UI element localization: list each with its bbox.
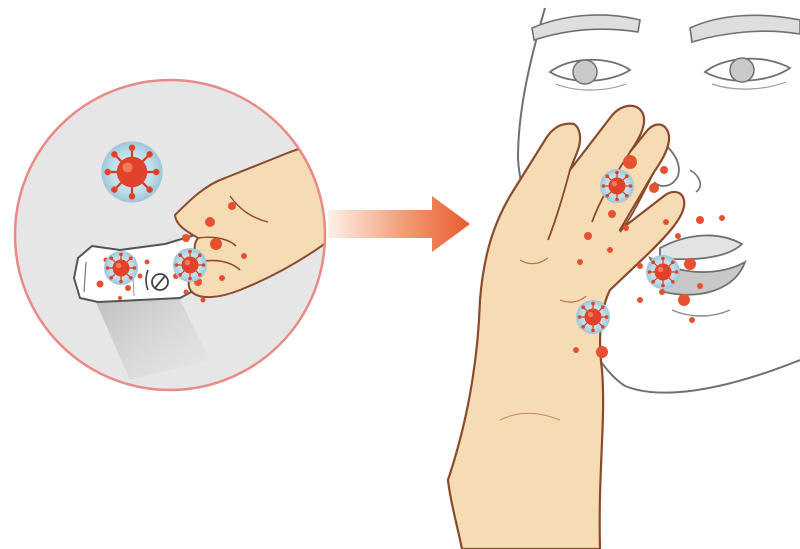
- mouth: [660, 235, 742, 259]
- face-with-hand: [448, 8, 800, 549]
- arrow-right-icon: [328, 196, 470, 252]
- virus-icon: [104, 251, 138, 285]
- virus-icon: [576, 300, 610, 334]
- hand-touching-face: [448, 106, 684, 549]
- right-eye: [705, 58, 790, 89]
- virus-icon: [646, 255, 680, 289]
- left-eye: [550, 60, 630, 90]
- virus-icon: [600, 169, 634, 203]
- virus-icon: [173, 248, 207, 282]
- left-eyebrow: [532, 15, 640, 40]
- virus-icon: [101, 141, 162, 202]
- right-eyebrow: [690, 15, 800, 42]
- magnified-inset: [15, 80, 330, 390]
